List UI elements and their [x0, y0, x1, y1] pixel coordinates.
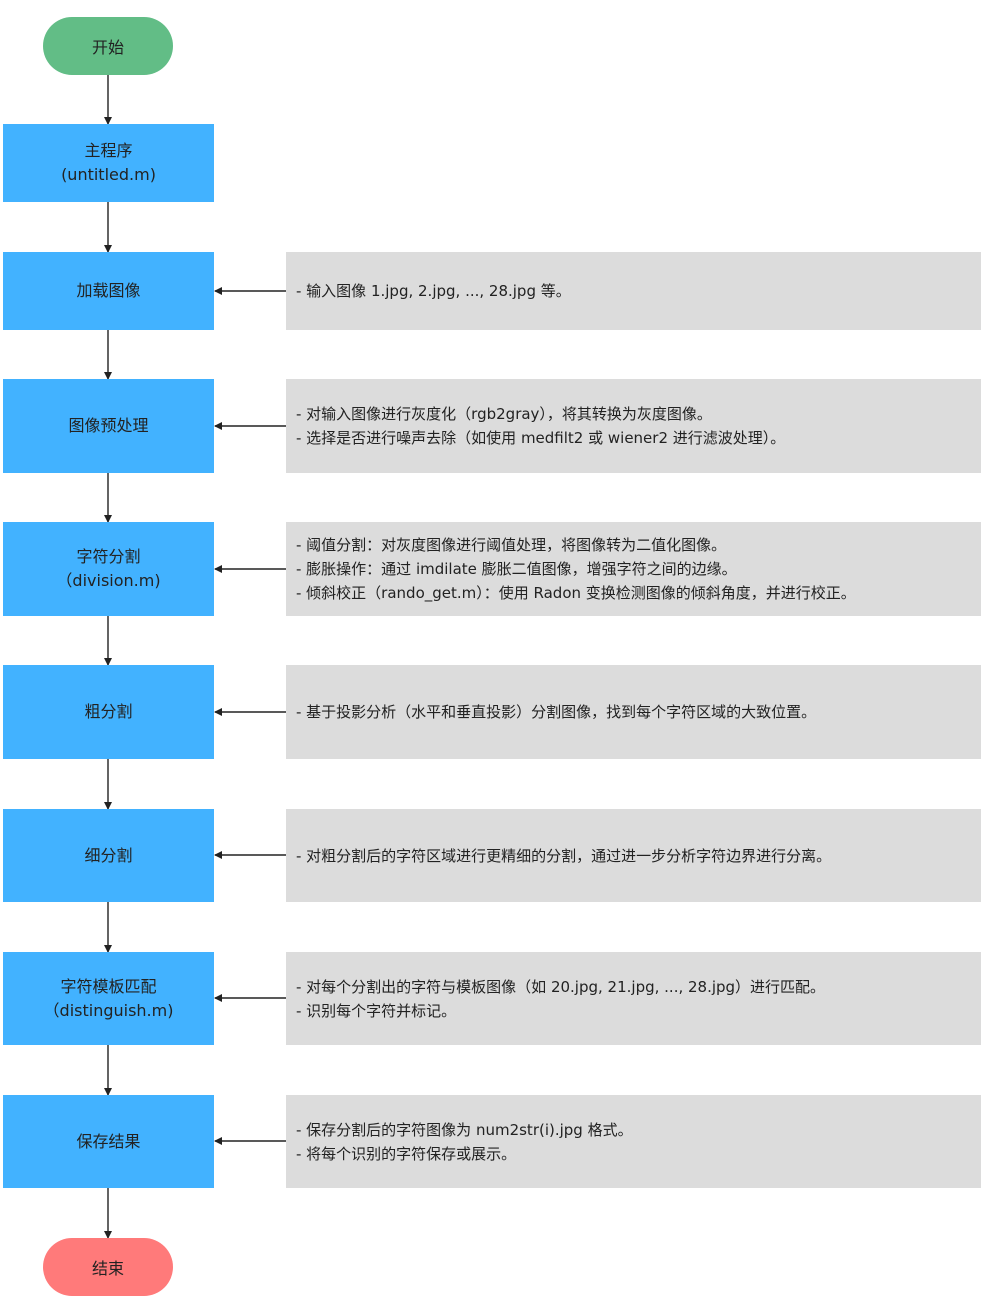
end-node: 结束: [43, 1238, 173, 1296]
step-label: 保存结果: [76, 1131, 141, 1151]
note-line: - 基于投影分析（水平和垂直投影）分割图像，找到每个字符区域的大致位置。: [296, 703, 817, 721]
end-label: 结束: [91, 1259, 124, 1278]
note-line: - 膨胀操作：通过 imdilate 膨胀二值图像，增强字符之间的边缘。: [296, 560, 737, 578]
note-coarse-seg: - 基于投影分析（水平和垂直投影）分割图像，找到每个字符区域的大致位置。: [286, 665, 981, 759]
step-label: （division.m): [56, 571, 161, 590]
step-char-seg: 字符分割 （division.m): [3, 522, 214, 616]
step-save: 保存结果: [3, 1095, 214, 1188]
step-label: 字符分割: [76, 547, 141, 566]
note-load: - 输入图像 1.jpg, 2.jpg, ..., 28.jpg 等。: [286, 252, 981, 330]
note-line: - 对粗分割后的字符区域进行更精细的分割，通过进一步分析字符边界进行分离。: [296, 846, 832, 865]
note-char-seg: - 阈值分割：对灰度图像进行阈值处理，将图像转为二值化图像。 - 膨胀操作：通过…: [286, 522, 981, 616]
step-label: (untitled.m): [61, 165, 156, 184]
note-preprocess: - 对输入图像进行灰度化（rgb2gray），将其转换为灰度图像。 - 选择是否…: [286, 379, 981, 473]
note-line: - 对输入图像进行灰度化（rgb2gray），将其转换为灰度图像。: [296, 405, 712, 423]
step-fine-seg: 细分割: [3, 809, 214, 902]
step-label: 主程序: [84, 141, 133, 160]
note-line: - 阈值分割：对灰度图像进行阈值处理，将图像转为二值化图像。: [296, 536, 727, 554]
step-preprocess: 图像预处理: [3, 379, 214, 473]
step-label: （distinguish.m): [43, 1000, 174, 1020]
note-line: - 对每个分割出的字符与模板图像（如 20.jpg, 21.jpg, ..., …: [296, 977, 826, 996]
note-save: - 保存分割后的字符图像为 num2str(i).jpg 格式。 - 将每个识别…: [286, 1095, 981, 1188]
step-main: 主程序 (untitled.m): [3, 124, 214, 202]
step-label: 加载图像: [76, 281, 141, 300]
note-line: - 选择是否进行噪声去除（如使用 medfilt2 或 wiener2 进行滤波…: [296, 429, 786, 447]
step-coarse-seg: 粗分割: [3, 665, 214, 759]
start-label: 开始: [91, 38, 124, 57]
step-label: 细分割: [84, 845, 133, 865]
step-label: 字符模板匹配: [60, 976, 157, 996]
note-line: - 将每个识别的字符保存或展示。: [296, 1144, 517, 1163]
start-node: 开始: [43, 17, 173, 75]
note-line: - 识别每个字符并标记。: [296, 1001, 457, 1020]
step-load: 加载图像: [3, 252, 214, 330]
note-line: - 保存分割后的字符图像为 num2str(i).jpg 格式。: [296, 1120, 633, 1139]
note-line: - 倾斜校正（rando_get.m）：使用 Radon 变换检测图像的倾斜角度…: [296, 584, 856, 602]
step-label: 粗分割: [84, 702, 133, 721]
note-line: - 输入图像 1.jpg, 2.jpg, ..., 28.jpg 等。: [296, 282, 571, 300]
note-fine-seg: - 对粗分割后的字符区域进行更精细的分割，通过进一步分析字符边界进行分离。: [286, 809, 981, 902]
note-template-match: - 对每个分割出的字符与模板图像（如 20.jpg, 21.jpg, ..., …: [286, 952, 981, 1045]
step-label: 图像预处理: [68, 416, 149, 435]
step-template-match: 字符模板匹配 （distinguish.m): [3, 952, 214, 1045]
